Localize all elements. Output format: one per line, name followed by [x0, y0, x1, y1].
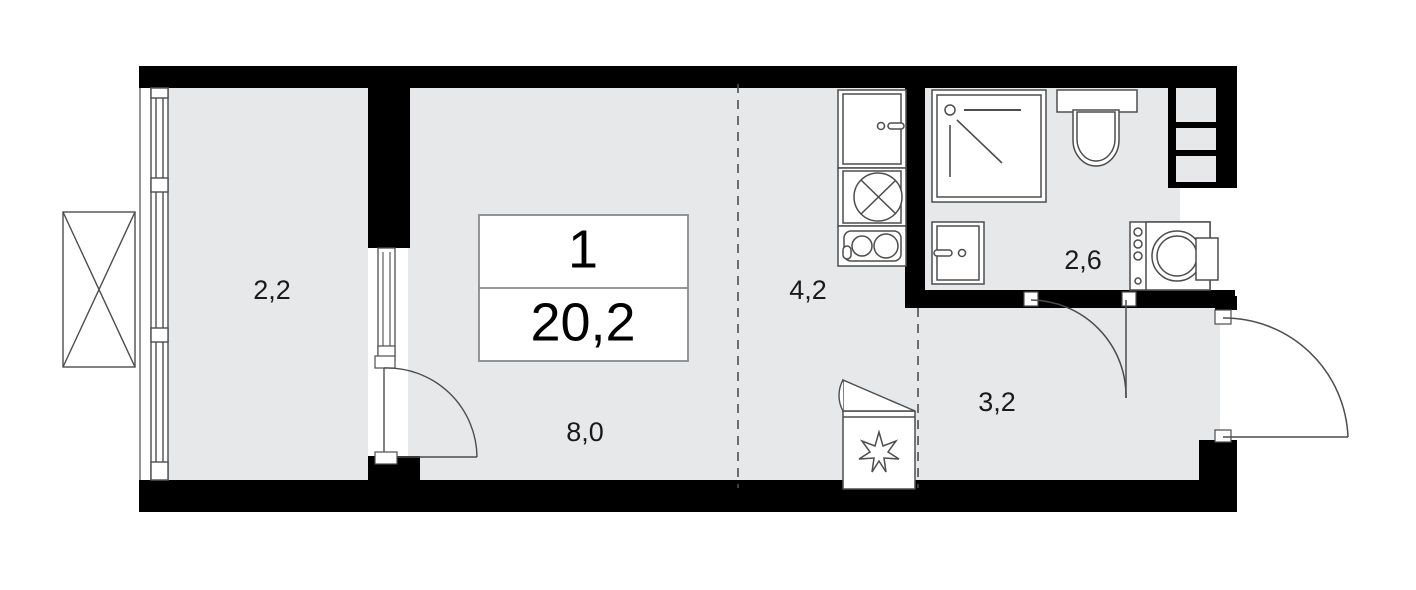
entrance-door-strike: [1214, 429, 1232, 443]
glazing-joint-2: [150, 177, 169, 193]
ventilation-shaft-1: [1176, 88, 1216, 122]
bathroom-door-group: [1023, 291, 1137, 399]
riser-asterisk-icon: [858, 429, 900, 473]
balcony-glazing: [62, 87, 169, 481]
washing-machine-drum-inner: [1156, 235, 1198, 277]
wall-right-lower: [1199, 440, 1237, 512]
toilet-bowl-inner: [1076, 111, 1116, 162]
window-x-2: [62, 211, 136, 368]
glazing-joint-4: [150, 461, 169, 481]
summary-total-area: 20,2: [530, 292, 635, 352]
room-label-living-room: 8,0: [566, 417, 604, 447]
basin-drain: [957, 248, 967, 258]
toilet-tank-icon: [1056, 89, 1138, 113]
wall-bathroom-left: [905, 82, 925, 304]
shower-screen-d: [956, 119, 1003, 164]
glazing-joint-1: [150, 87, 169, 99]
wall-top: [139, 66, 1237, 88]
balcony-door-hinge: [374, 355, 396, 369]
hallway-floor: [918, 297, 1220, 490]
washer-knob-3: [1133, 251, 1143, 261]
cooktop-burner-small: [851, 235, 873, 257]
refrigerator-knob: [876, 121, 886, 131]
glazing-joint-3: [150, 327, 169, 343]
bathroom-door-jamb-left: [1023, 291, 1039, 307]
wall-bathroom-bottom: [905, 290, 1235, 308]
structural-walls: [139, 66, 1237, 512]
room-label-kitchen: 4,2: [789, 275, 827, 305]
room-label-hallway: 3,2: [978, 387, 1016, 417]
balcony-door-swing-arc: [383, 367, 478, 458]
wall-balcony-partition: [368, 66, 410, 248]
balcony-door-group: [374, 247, 478, 465]
wall-top-left-stub: [139, 66, 171, 88]
wall-bottom: [139, 480, 1220, 512]
shower-drain-icon: [944, 104, 956, 116]
cooktop-tap: [842, 245, 852, 260]
wall-right-mid: [1215, 296, 1237, 310]
entrance-door-group: [1214, 309, 1349, 443]
wall-bottom-step: [368, 456, 420, 512]
washer-knob-2: [1133, 239, 1143, 249]
entrance-door-hinge: [1214, 309, 1232, 325]
washer-side-panel: [1195, 237, 1219, 281]
bathroom-door-jamb-right: [1121, 291, 1137, 307]
balcony-floor: [168, 80, 368, 480]
zone-dividers: [737, 84, 919, 488]
ventilation-shaft-3: [1176, 156, 1216, 182]
entrance-door-swing-arc: [1222, 317, 1349, 438]
room-label-bathroom: 2,6: [1064, 245, 1102, 275]
refrigerator-handle: [887, 122, 905, 130]
washer-knob-1: [1133, 227, 1143, 237]
riser-cabinet-swing: [838, 379, 844, 412]
balcony-door-threshold: [374, 451, 398, 465]
balcony-glazing-frame: [150, 87, 169, 481]
basin-faucet: [933, 249, 953, 257]
summary-rooms-count: 1: [568, 219, 598, 279]
room-area-labels: 2,2 8,0 4,2 2,6 3,2: [253, 245, 1102, 447]
cooktop-burner-large: [873, 233, 899, 259]
kitchen-fixtures: [837, 89, 916, 490]
bathroom-door-swing-arc: [1030, 299, 1127, 399]
room-label-balcony: 2,2: [253, 275, 291, 305]
summary-badge: 1 20,2: [478, 214, 689, 362]
kitchen-washer-x2: [860, 179, 897, 215]
bathroom-fixtures: [931, 89, 1219, 291]
balcony-door-glazing: [377, 247, 396, 357]
washer-knob-4: [1134, 277, 1142, 285]
floor-fills: [168, 80, 1220, 490]
ventilation-shaft-2: [1176, 128, 1216, 150]
